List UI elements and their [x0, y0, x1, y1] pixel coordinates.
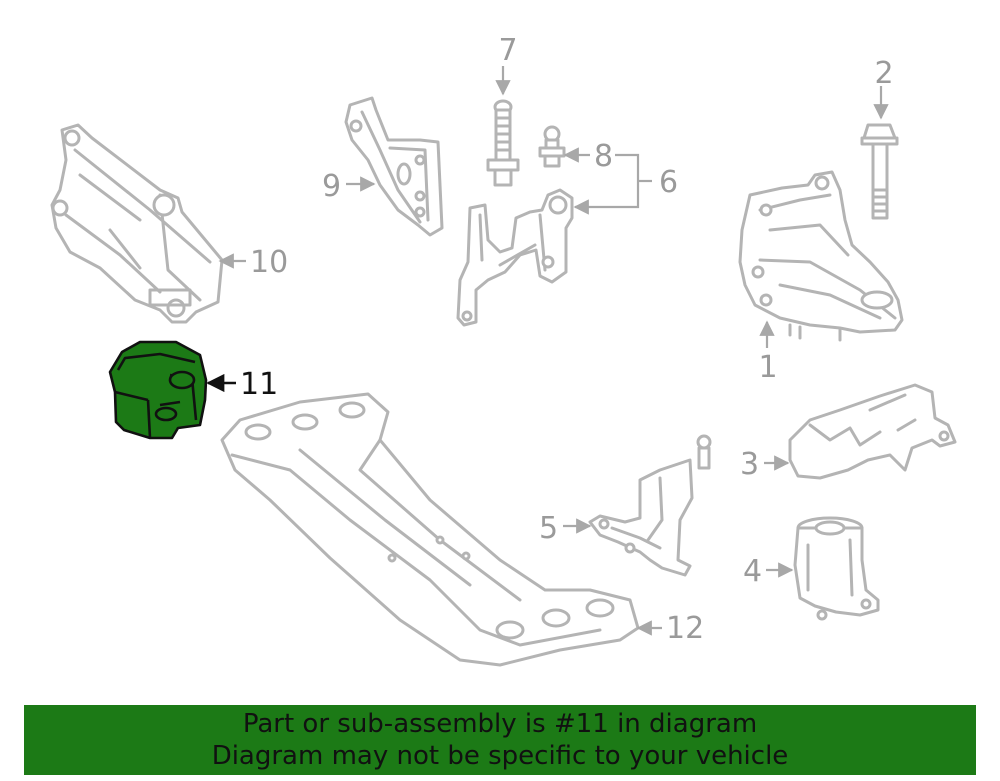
part-11-transmission-mount[interactable] [108, 340, 208, 440]
callout-3: 3 [740, 447, 759, 482]
callout-2: 2 [874, 56, 893, 91]
callout-5: 5 [539, 511, 558, 546]
banner-line-disclaimer: Diagram may not be specific to your vehi… [211, 741, 789, 771]
banner-line-part: Part or sub-assembly is #11 in diagram [242, 709, 758, 739]
callout-7: 7 [498, 33, 517, 68]
part-7-stud[interactable] [486, 99, 520, 187]
exploded-parts-diagram: 7 2 8 6 9 10 1 3 4 5 12 11 [50, 33, 957, 667]
callout-4: 4 [743, 554, 762, 589]
part-10-bracket[interactable] [50, 123, 224, 324]
callout-1: 1 [758, 350, 777, 385]
part-4-rubber-mount[interactable] [793, 516, 880, 621]
part-2-bolt[interactable] [860, 123, 899, 220]
part-info-banner: Part or sub-assembly is #11 in diagram D… [24, 705, 976, 775]
part-1-engine-mount[interactable] [738, 170, 904, 342]
part-3-heat-shield[interactable] [788, 383, 957, 480]
callout-12: 12 [666, 611, 704, 646]
callout-8: 8 [594, 139, 613, 174]
callout-9: 9 [322, 169, 341, 204]
part-12-crossmember[interactable] [220, 392, 640, 667]
callout-10: 10 [250, 245, 288, 280]
part-5-bracket[interactable] [588, 434, 712, 577]
part-8-ball-stud[interactable] [538, 125, 566, 168]
callout-11: 11 [240, 367, 278, 402]
part-6-support-plate[interactable] [456, 188, 574, 327]
callout-6: 6 [659, 165, 678, 200]
part-9-bracket[interactable] [344, 96, 444, 237]
